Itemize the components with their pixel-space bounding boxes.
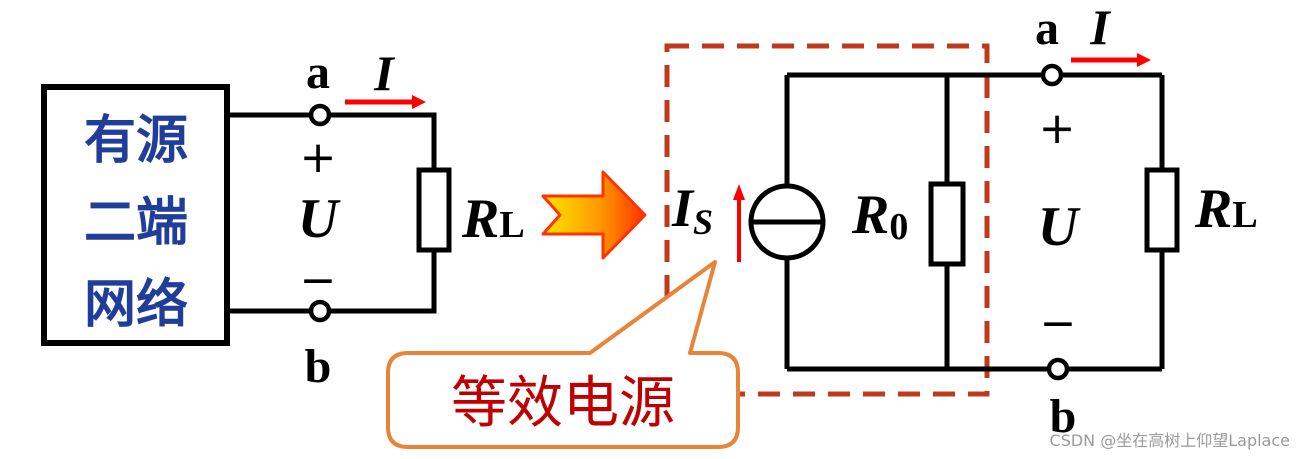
- right-current-label: I: [1089, 0, 1111, 55]
- equivalent-source-callout: 等效电源: [386, 260, 740, 449]
- callout-label: 等效电源: [451, 371, 675, 436]
- right-circuit: IS R0 a b I + U − RL: [671, 0, 1258, 443]
- right-terminal-a: [1040, 63, 1064, 87]
- left-minus-sign: −: [300, 255, 337, 306]
- left-load-label: RL: [461, 188, 525, 250]
- right-terminal-a-label: a: [1035, 2, 1059, 55]
- current-source-symbol: [748, 183, 826, 261]
- left-terminal-b: [308, 299, 332, 323]
- right-current-arrow: [1071, 53, 1151, 67]
- right-load-resistor: [1144, 167, 1180, 253]
- left-terminal-a: [308, 103, 332, 127]
- left-terminal-a-label: a: [306, 46, 330, 99]
- transform-arrow: [541, 170, 647, 260]
- right-load-label: RL: [1194, 178, 1258, 240]
- r0-label: R0: [851, 184, 908, 248]
- left-terminal-b-label: b: [305, 340, 332, 393]
- right-voltage-label: U: [1038, 196, 1081, 258]
- callout-bubble: [386, 260, 740, 449]
- left-current-arrow: [345, 95, 426, 109]
- left-circuit: 有源 二端 网络 a b I + U − RL: [41, 45, 525, 393]
- left-top-wire: [227, 112, 437, 170]
- source-current-arrow: [733, 184, 745, 262]
- right-minus-sign: −: [1040, 298, 1077, 349]
- left-bottom-wire: [227, 250, 437, 314]
- network-box-line-2: 二端: [84, 193, 188, 253]
- right-terminal-b: [1046, 357, 1070, 381]
- right-terminal-b-label: b: [1050, 390, 1077, 443]
- network-box-line-1: 有源: [84, 111, 188, 171]
- left-load-resistor: [416, 167, 452, 253]
- right-plus-sign: +: [1039, 103, 1076, 154]
- left-plus-sign: +: [300, 132, 337, 183]
- active-network-box: [41, 84, 230, 346]
- equivalent-source-dashed-box: [664, 43, 990, 397]
- left-current-label: I: [373, 45, 395, 101]
- left-voltage-label: U: [298, 188, 341, 250]
- network-box-line-3: 网络: [84, 275, 188, 335]
- r0-resistor: [928, 181, 966, 267]
- source-current-label: IS: [671, 178, 713, 242]
- csdn-watermark: CSDN @坐在高树上仰望Laplace: [1050, 431, 1290, 450]
